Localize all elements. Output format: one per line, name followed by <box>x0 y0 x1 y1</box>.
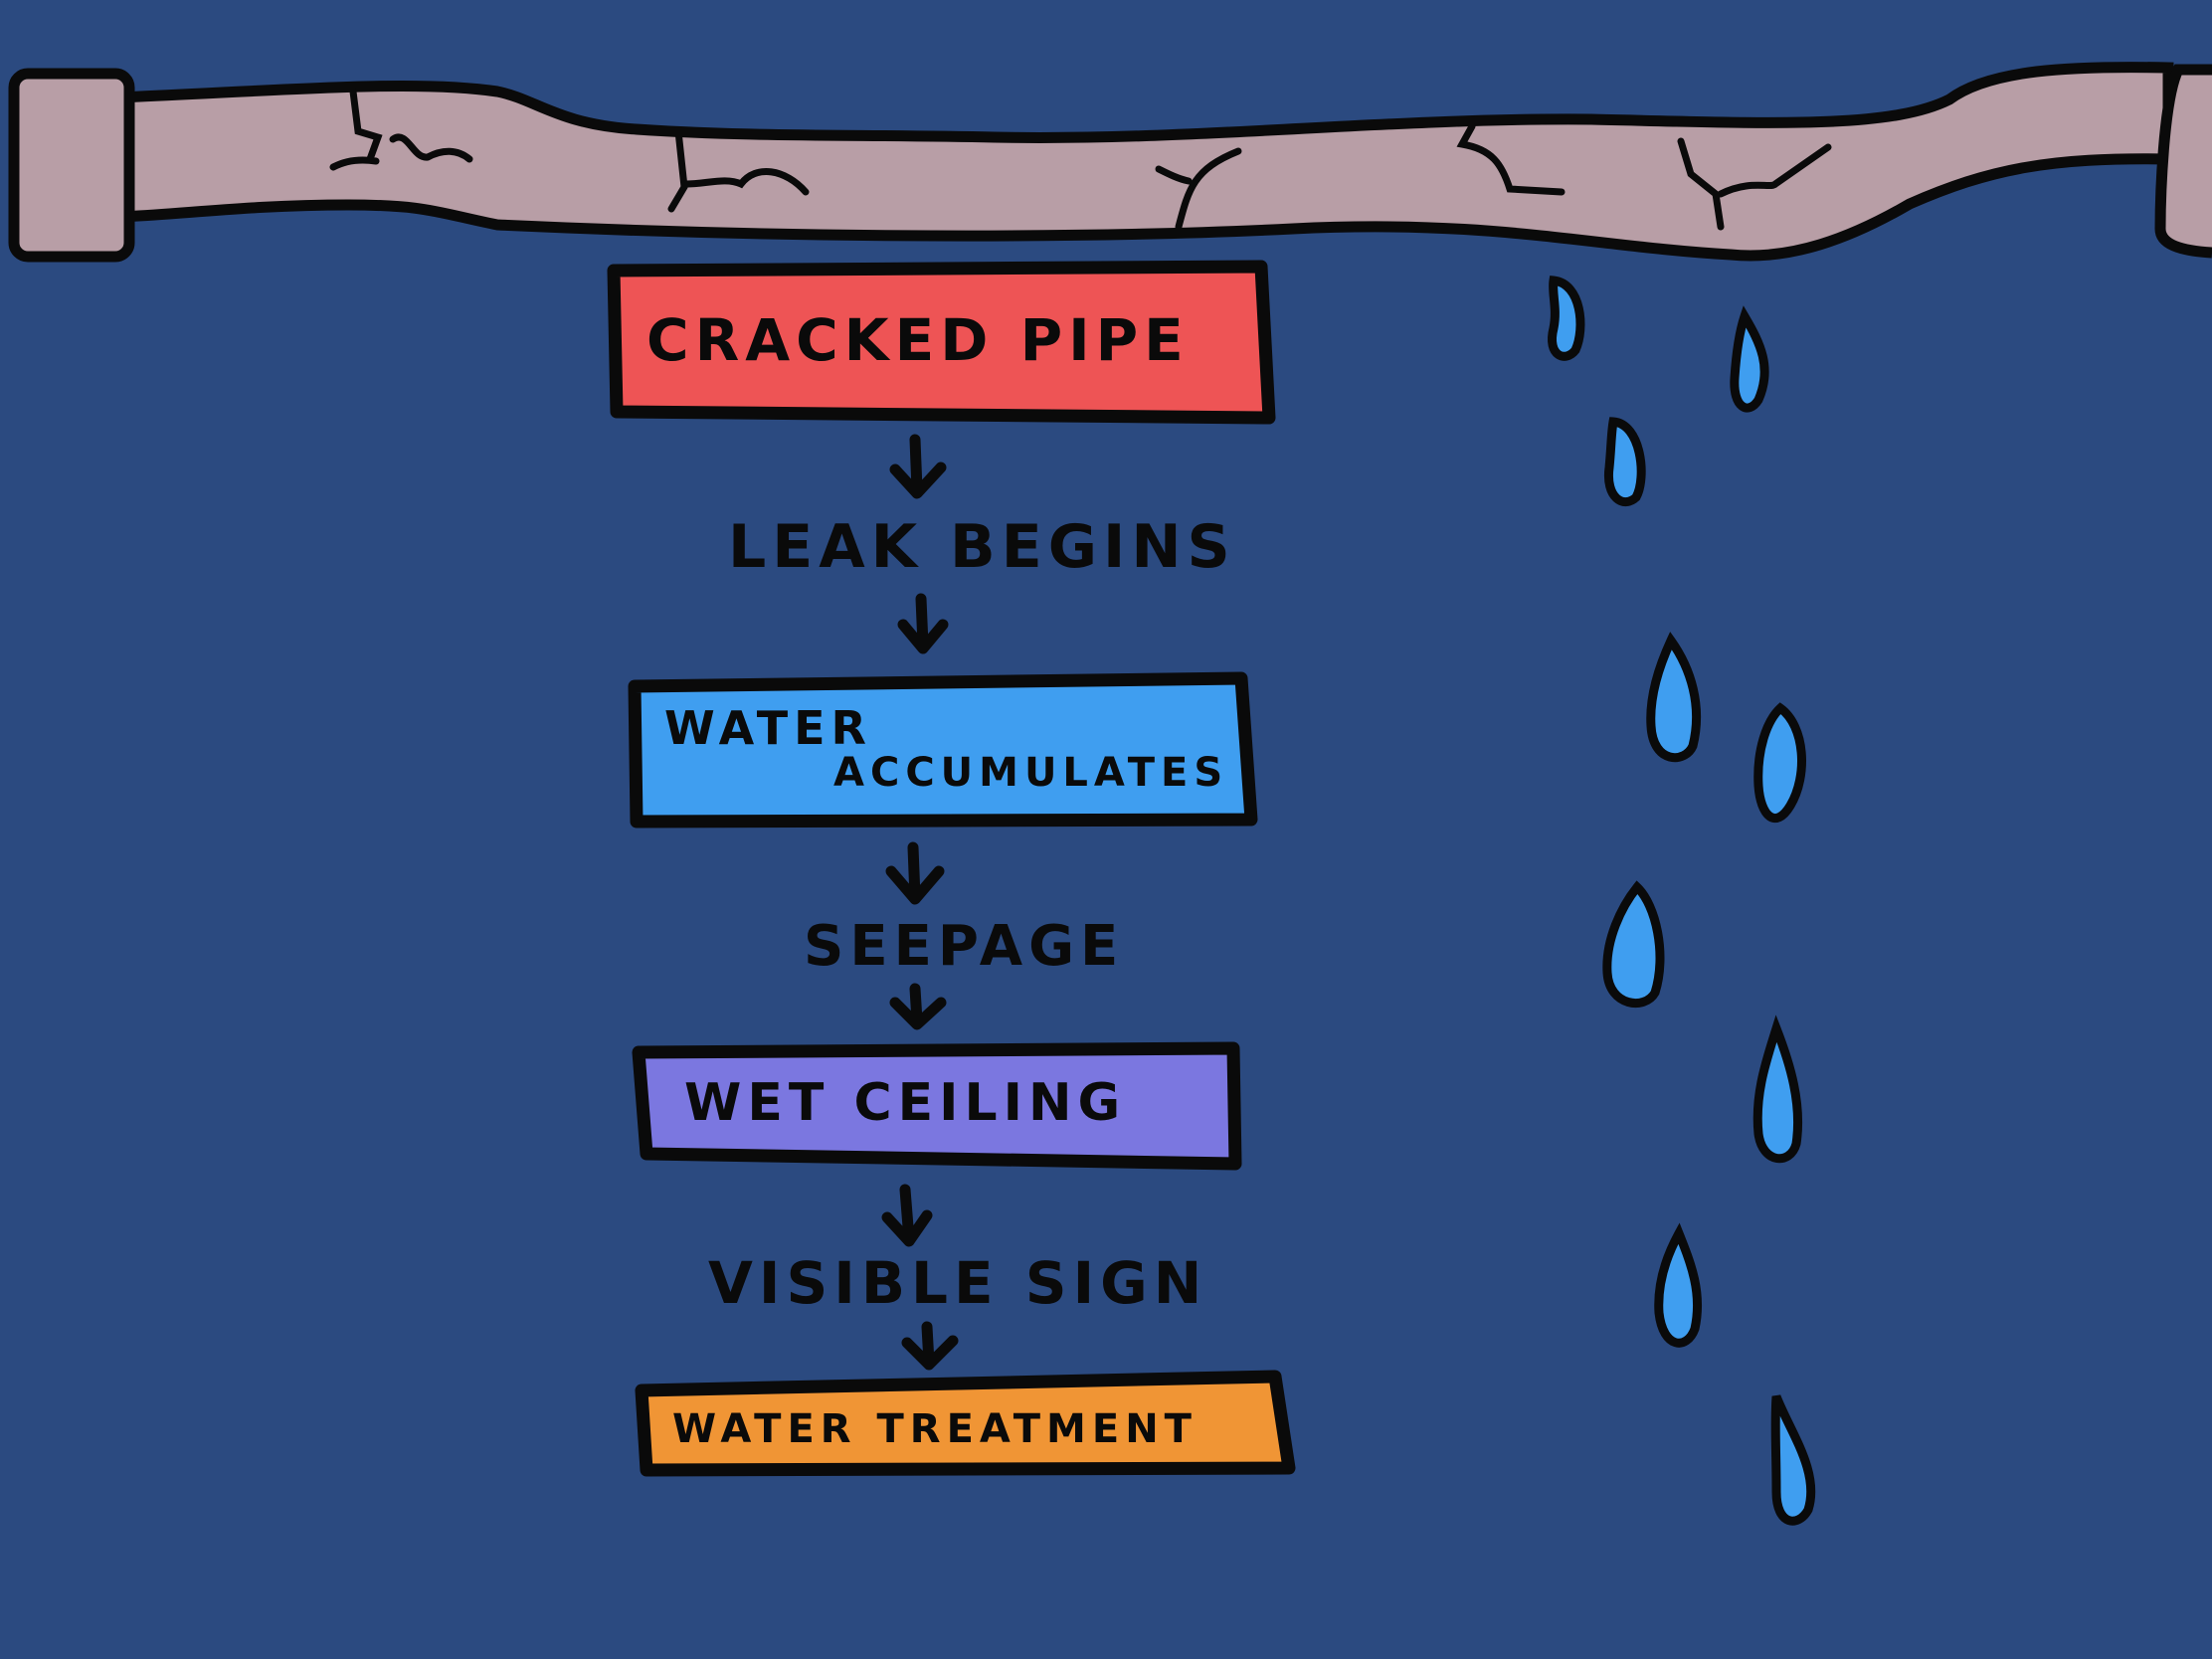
arrow-down-icon <box>885 841 945 905</box>
pipe-left-joint <box>8 68 135 263</box>
wet-ceiling-box <box>632 1041 1242 1171</box>
water-accumulates-label-line1: WATER <box>664 701 872 755</box>
water-accumulates-box <box>628 671 1258 829</box>
pipe-right-joint <box>2154 64 2212 259</box>
water-drop-icon <box>1548 276 1585 361</box>
crack-1 <box>329 88 473 171</box>
water-drop-icon <box>1770 1394 1816 1526</box>
cracked-pipe <box>8 62 2212 263</box>
pipe-body <box>113 62 2174 262</box>
crack-4 <box>1456 122 1566 196</box>
water-accumulates-label-line2: ACCUMULATES <box>833 750 1228 796</box>
water-drop-icon <box>1654 1222 1703 1348</box>
visible-sign-label: VISIBLE SIGN <box>708 1249 1207 1317</box>
water-drop-icon <box>1753 702 1806 824</box>
cracked-pipe-label: CRACKED PIPE <box>646 306 1190 374</box>
wet-ceiling-label: WET CEILING <box>684 1073 1126 1133</box>
arrow-down-icon <box>901 1321 959 1371</box>
water-drop-icon <box>1730 305 1769 413</box>
arrow-down-icon <box>889 434 947 499</box>
crack-2 <box>667 127 810 213</box>
cracked-pipe-box <box>607 260 1276 425</box>
water-drop-icon <box>1602 880 1665 1009</box>
water-drop-icon <box>1603 417 1646 507</box>
crack-5 <box>1677 137 1832 231</box>
arrow-down-icon <box>889 983 947 1030</box>
water-drops <box>1548 276 1816 1526</box>
arrow-down-icon <box>881 1184 933 1247</box>
water-drop-icon <box>1646 632 1702 763</box>
water-drop-icon <box>1752 1014 1803 1164</box>
seepage-label: SEEPAGE <box>804 914 1124 979</box>
water-treatment-label: WATER TREATMENT <box>672 1406 1198 1452</box>
crack-3 <box>1155 147 1242 231</box>
water-treatment-box <box>635 1370 1296 1477</box>
arrow-down-icon <box>897 593 949 654</box>
leak-begins-label: LEAK BEGINS <box>728 512 1236 582</box>
